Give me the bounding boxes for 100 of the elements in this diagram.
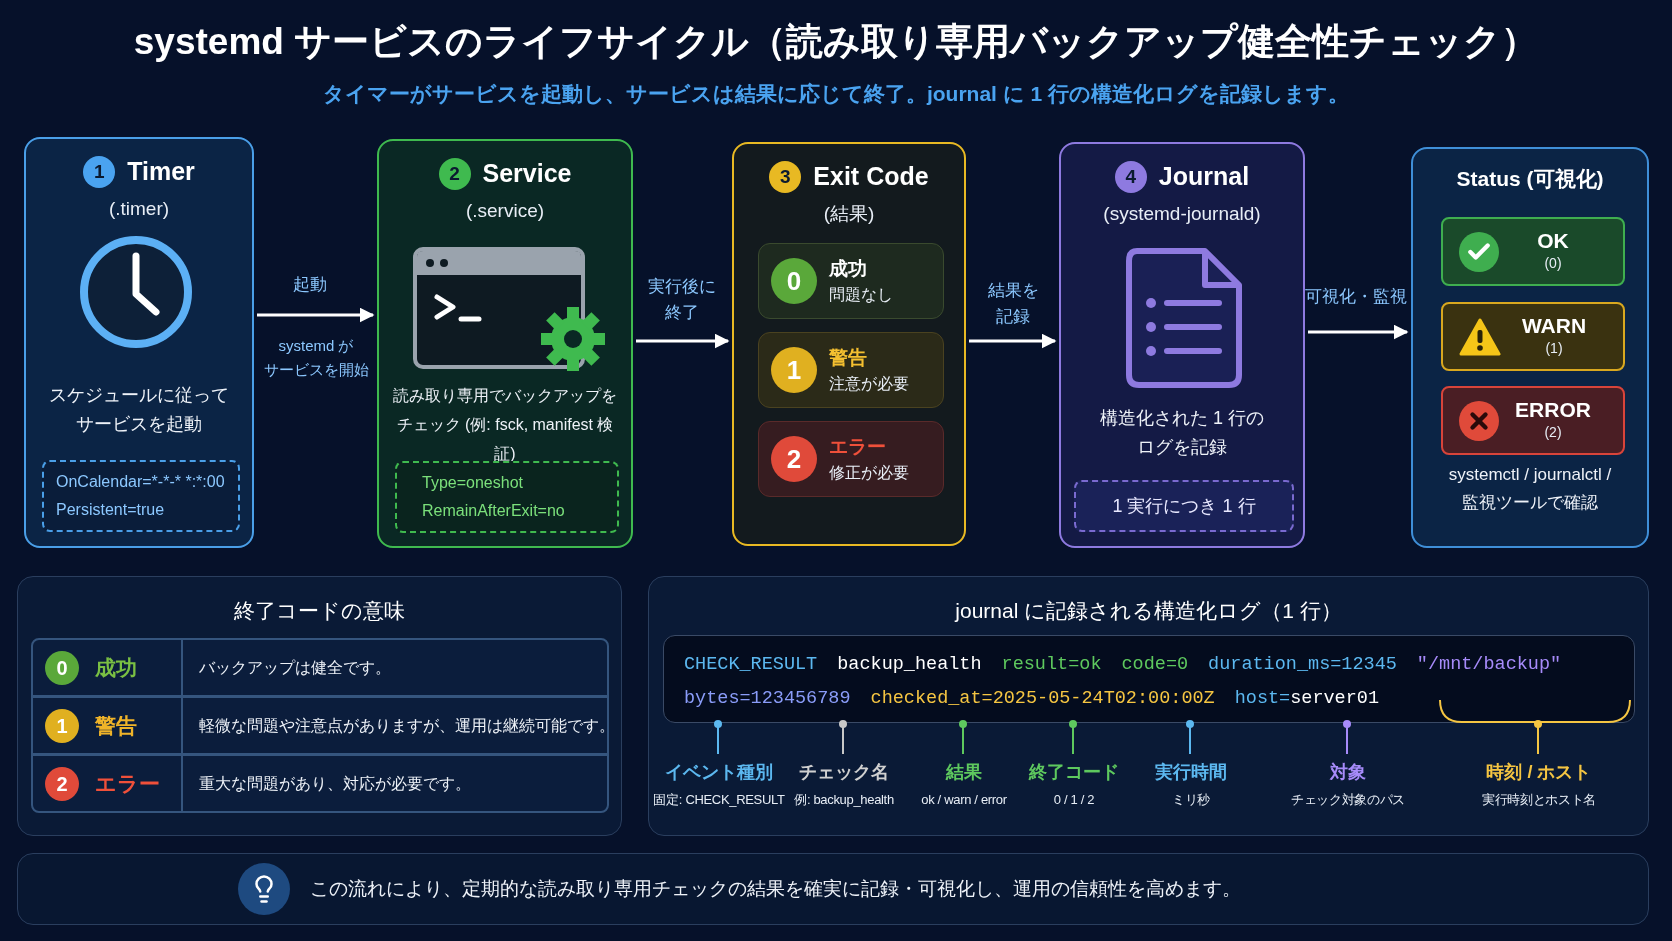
table-row [31, 754, 609, 813]
field-name: 時刻 / ホスト [1486, 760, 1592, 784]
journal-card [1059, 142, 1305, 548]
config-line: OnCalendar=*-*-* *:*:00 [56, 472, 226, 492]
number-badge: 1 [83, 155, 116, 188]
field-name: 実行時間 [1155, 760, 1227, 784]
code-meaning: バックアップは健全です。 [199, 657, 391, 678]
status-title: WARN [1521, 314, 1587, 338]
leader-line [1069, 720, 1077, 755]
log-token: host= [1234, 687, 1291, 711]
code-badge: 0 [45, 650, 79, 685]
code-title: 成功 [829, 256, 868, 281]
card-description: 構造化された 1 行のログを記録 [1099, 407, 1265, 459]
card-title: Timer [127, 156, 195, 187]
edge-label: 実行後に終了 [647, 276, 717, 324]
field-description: 実行時刻とホスト名 [1481, 790, 1597, 809]
arrow [1308, 324, 1409, 340]
card-title: Status (可視化) [1456, 166, 1604, 192]
summary-text: この流れにより、定期的な読み取り専用チェックの結果を確実に記録・可視化し、運用の信頼性を高めます。 [310, 876, 1241, 901]
card-description: スケジュールに従ってサービスを起動 [48, 384, 230, 436]
code-name: エラー [95, 770, 160, 797]
log-token: duration_ms=12345 [1208, 653, 1397, 677]
field-name: 結果 [946, 760, 982, 784]
config-line: Type=oneshot [422, 473, 524, 493]
log-panel [648, 576, 1649, 836]
status-item [1441, 302, 1625, 371]
code-title: エラー [829, 434, 887, 459]
panel-heading: journal に記録される構造化ログ（1 行） [955, 598, 1342, 624]
field-description: 0 / 1 / 2 [1053, 790, 1095, 809]
field-name: 対象 [1330, 760, 1366, 784]
field-name: チェック名 [799, 760, 889, 784]
exit-code-item [758, 243, 944, 319]
leader-line [714, 720, 722, 755]
code-badge: 0 [771, 258, 817, 304]
code-meaning: 軽微な問題や注意点がありますが、運用は継続可能です。 [199, 715, 615, 736]
timer-card [24, 137, 254, 548]
arrow [636, 333, 730, 349]
note-text: 1 実行につき 1 行 [1112, 494, 1256, 518]
edge-label: 可視化・監視 [1305, 286, 1407, 308]
field-description: ok / warn / error [921, 790, 1007, 809]
exit-code-card [732, 142, 966, 546]
table-panel [17, 576, 622, 836]
code-name: 成功 [95, 654, 137, 681]
code-badge: 2 [771, 436, 817, 482]
diagram-title: systemd サービスのライフサイクル（読み取り専用バックアップ健全性チェック） [133, 20, 1539, 64]
card-subtitle: (systemd-journald) [1103, 201, 1261, 226]
code-description: 修正が必要 [829, 463, 909, 484]
log-token: code=0 [1121, 653, 1189, 677]
edge-label: 起動 [293, 274, 327, 296]
leader-line [959, 720, 967, 755]
arrow-note: systemd が [278, 336, 354, 356]
log-token: backup_health [837, 653, 982, 677]
subtitle: タイマーがサービスを起動し、サービスは結果に応じて終了。journal に 1 行の構造化ログを記録します。 [322, 81, 1350, 107]
status-item [1441, 217, 1625, 286]
card-subtitle: (.timer) [108, 196, 170, 221]
log-token: result=ok [1001, 653, 1102, 677]
status-title: OK [1537, 229, 1569, 253]
status-code: (2) [1544, 423, 1562, 442]
table-row [31, 638, 609, 697]
status-title: ERROR [1515, 398, 1591, 422]
code-title: 警告 [829, 345, 868, 370]
arrow-note: サービスを開始 [263, 360, 369, 380]
status-item [1441, 386, 1625, 455]
code-badge: 1 [771, 347, 817, 393]
card-title: Journal [1158, 161, 1250, 192]
card-description: systemctl / journalctl / 監視ツールで確認 [1447, 464, 1613, 514]
footer-banner [17, 853, 1649, 925]
code-badge: 1 [45, 708, 79, 743]
arrow [969, 333, 1057, 349]
card-subtitle: (.service) [465, 198, 545, 223]
log-token: checked_at=2025-05-24T02:00:00Z [870, 687, 1215, 711]
status-card [1411, 147, 1649, 548]
field-name: 終了コード [1029, 760, 1119, 784]
number-badge: 4 [1114, 160, 1147, 193]
service-card [377, 139, 633, 548]
edge-label: 結果を記録 [986, 280, 1040, 328]
field-description: 例: backup_health [794, 790, 894, 809]
code-name: 警告 [95, 712, 137, 739]
exit-code-item [758, 421, 944, 497]
log-token: "/mnt/backup" [1416, 653, 1562, 677]
leader-line [1343, 720, 1351, 755]
code-badge: 2 [45, 766, 79, 801]
card-title: Exit Code [813, 161, 929, 192]
code-meaning: 重大な問題があり、対応が必要です。 [199, 773, 471, 794]
field-description: チェック対象のパス [1290, 790, 1406, 809]
log-token: bytes=123456789 [684, 687, 851, 711]
card-subtitle: (結果) [823, 201, 875, 226]
note-box [1074, 480, 1294, 532]
card-description: 読み取り専用でバックアップをチェック (例: fsck, manifest 検証) [392, 386, 618, 464]
code-description: 問題なし [829, 285, 893, 306]
card-title: Service [482, 158, 572, 189]
status-code: (1) [1545, 339, 1563, 358]
status-code: (0) [1544, 254, 1562, 273]
config-box [395, 461, 619, 533]
number-badge: 3 [769, 160, 802, 193]
arrow [257, 307, 375, 323]
field-name: イベント種別 [665, 760, 773, 784]
log-token: server01 [1290, 687, 1380, 711]
leader-line [839, 720, 847, 755]
exit-code-item [758, 332, 944, 408]
